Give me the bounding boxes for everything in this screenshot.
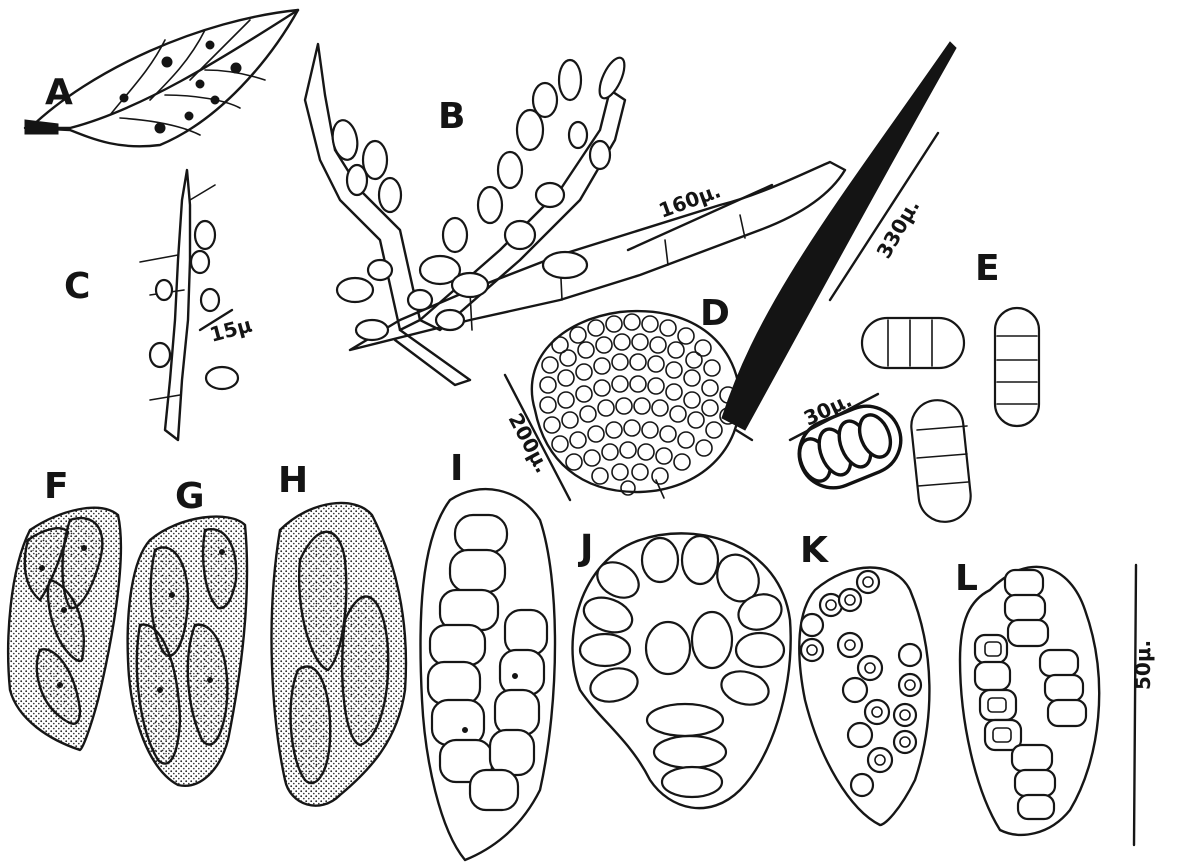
i-cells [428, 515, 547, 810]
label-a: A [45, 72, 73, 113]
label-e: E [975, 248, 1000, 289]
label-k: K [800, 530, 829, 571]
label-d: D [700, 293, 730, 334]
figure-k-ascus: K [799, 530, 929, 825]
figure-c-conidiophore: C 15μ [64, 170, 255, 440]
figure-e-spores: E 30μ. [789, 248, 1039, 524]
figure-i-ascus: I [420, 448, 555, 860]
figure-g-ascus: G [128, 476, 247, 786]
label-f: F [44, 466, 69, 507]
figure-a-leaf: A [25, 10, 298, 146]
b-spores [330, 54, 630, 340]
k-spores [801, 571, 921, 796]
label-l: L [955, 558, 978, 599]
label-j: J [577, 528, 593, 569]
j-cells [579, 536, 786, 797]
figure-j-ascus: J [573, 528, 791, 808]
e-spore-2 [995, 308, 1039, 426]
e-spore-4 [909, 398, 973, 525]
e-spore-1 [862, 318, 964, 368]
figure-l-ascus: L [955, 558, 1099, 835]
label-i: I [450, 448, 463, 489]
scale-label-d-spine: 330μ. [872, 195, 925, 262]
scale-label-b: 160μ. [656, 178, 724, 222]
label-b: B [438, 96, 465, 137]
label-h: H [278, 460, 308, 501]
label-g: G [175, 476, 205, 517]
scale-bar-asci: 50μ. [1131, 565, 1155, 845]
scale-label-asci: 50μ. [1131, 640, 1155, 690]
label-c: C [64, 266, 90, 307]
scale-label-c: 15μ [207, 313, 255, 347]
figure-f-ascus: F [8, 466, 121, 750]
figure-h-ascus: H [272, 460, 406, 806]
l-spores [975, 570, 1086, 819]
